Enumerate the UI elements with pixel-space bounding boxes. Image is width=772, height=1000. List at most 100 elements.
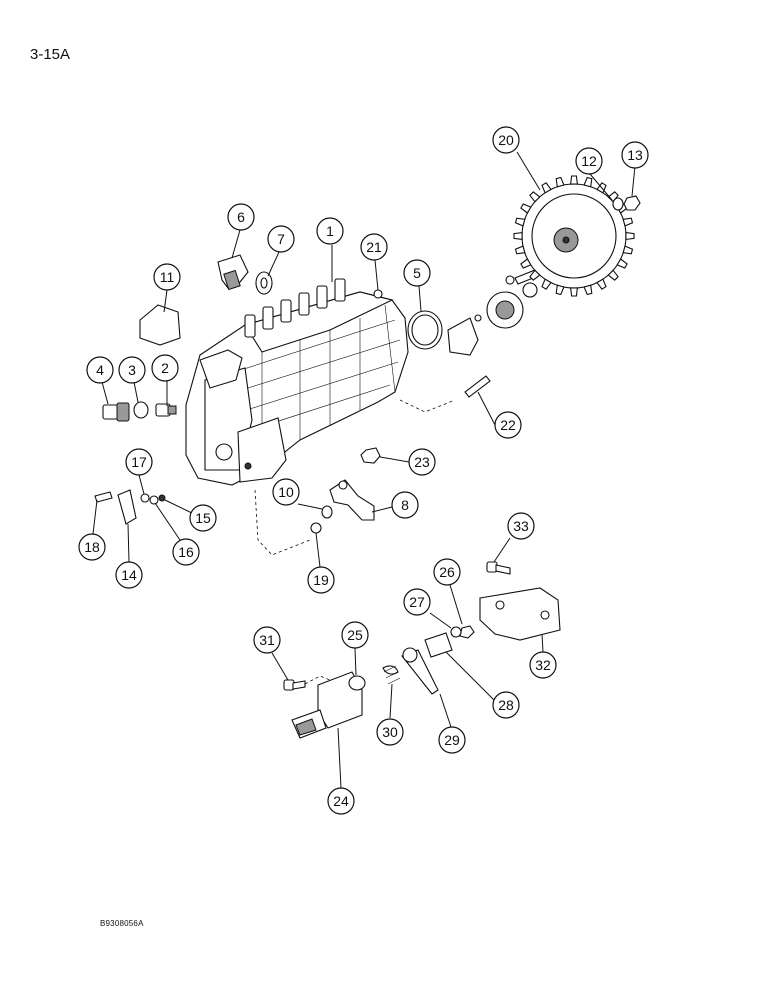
callout-31: 31: [253, 626, 281, 654]
gear-tooth: [529, 191, 541, 203]
part-8-lever: [329, 479, 375, 521]
callout-label: 16: [178, 544, 194, 560]
callout-label: 12: [581, 153, 597, 169]
callout-24: 24: [327, 787, 355, 815]
callout-label: 10: [278, 484, 294, 500]
injection-pump-body: [185, 291, 409, 486]
gear-tooth: [555, 284, 565, 296]
callout-label: 5: [413, 265, 421, 281]
gear-tooth: [569, 287, 579, 297]
callout-22: 22: [494, 411, 522, 439]
callout-5: 5: [403, 259, 431, 287]
callout-29: 29: [438, 726, 466, 754]
callout-17: 17: [125, 448, 153, 476]
gear-tooth: [583, 176, 593, 188]
part-13-nut: [623, 195, 641, 211]
gear-tooth: [520, 258, 532, 269]
callout-label: 28: [498, 697, 514, 713]
part-33-bolt: [486, 561, 511, 575]
gear-tooth: [622, 245, 634, 255]
callout-2: 2: [151, 354, 179, 382]
callout-30: 30: [376, 718, 404, 746]
gear-tooth: [555, 176, 565, 188]
callout-33: 33: [507, 512, 535, 540]
callout-label: 31: [259, 632, 275, 648]
callout-label: 25: [347, 627, 363, 643]
part-22-stud: [464, 375, 491, 398]
callout-label: 22: [500, 417, 516, 433]
callout-1: 1: [316, 217, 344, 245]
reference-code: B9308056A: [100, 919, 144, 928]
part-18-screw: [94, 491, 113, 503]
callout-label: 11: [160, 269, 175, 285]
callout-4: 4: [86, 356, 114, 384]
gear-tooth: [513, 231, 523, 241]
callout-label: 4: [96, 362, 104, 378]
part-21-o-ring: [373, 289, 383, 299]
callout-18: 18: [78, 533, 106, 561]
gear-tooth: [596, 278, 607, 290]
callout-label: 33: [513, 518, 529, 534]
callout-label: 8: [401, 497, 409, 513]
part-24-solenoid: [291, 671, 366, 739]
callout-3: 3: [118, 356, 146, 384]
part-3-washer: [133, 401, 149, 419]
callout-label: 27: [409, 594, 425, 610]
callout-15: 15: [189, 504, 217, 532]
callout-label: 2: [161, 360, 169, 376]
callout-14: 14: [115, 561, 143, 589]
gear-tooth: [625, 231, 635, 241]
gear-tooth: [529, 269, 541, 281]
part-15-nut: [158, 494, 166, 502]
gear-tooth: [569, 175, 579, 185]
part-17-washer: [140, 493, 150, 503]
callout-label: 1: [326, 223, 334, 239]
part-2-fitting: [155, 403, 177, 417]
gear-tooth: [607, 269, 619, 281]
callout-25: 25: [341, 621, 369, 649]
drive-hub: [447, 269, 539, 356]
callout-label: 21: [366, 239, 382, 255]
callout-label: 18: [84, 539, 100, 555]
part-10-washer: [321, 505, 333, 519]
callout-label: 24: [333, 793, 349, 809]
callout-6: 6: [227, 203, 255, 231]
part-16-washer: [149, 495, 159, 505]
gear-tooth: [520, 203, 532, 214]
callout-21: 21: [360, 233, 388, 261]
callout-label: 15: [195, 510, 211, 526]
gear-tooth: [622, 217, 634, 227]
part-6-fitting: [217, 254, 249, 291]
part-11-cover-plate: [139, 304, 181, 346]
gear-tooth: [541, 278, 552, 290]
callout-16: 16: [172, 538, 200, 566]
callout-label: 30: [382, 724, 398, 740]
gear-tooth: [514, 245, 526, 255]
callout-label: 23: [414, 454, 430, 470]
page-code: 3-15A: [30, 46, 71, 63]
leader-lines: [92, 151, 636, 789]
callout-11: 11: [153, 263, 181, 291]
part-31-bolt: [283, 679, 306, 691]
callout-28: 28: [492, 691, 520, 719]
callout-label: 6: [237, 209, 245, 225]
gear-tooth: [541, 182, 552, 194]
callout-10: 10: [272, 478, 300, 506]
callout-12: 12: [575, 147, 603, 175]
callout-20: 20: [492, 126, 520, 154]
callout-label: 29: [444, 732, 460, 748]
callout-label: 14: [121, 567, 137, 583]
part-14-bracket: [117, 489, 137, 525]
callout-8: 8: [391, 491, 419, 519]
callout-label: 19: [313, 572, 329, 588]
callout-label: 26: [439, 564, 455, 580]
callout-23: 23: [408, 448, 436, 476]
callout-19: 19: [307, 566, 335, 594]
gear-tooth: [616, 258, 628, 269]
callout-label: 20: [498, 132, 514, 148]
part-19-o-ring: [310, 522, 322, 534]
callout-26: 26: [433, 558, 461, 586]
gear-tooth: [514, 217, 526, 227]
callout-label: 3: [128, 362, 136, 378]
